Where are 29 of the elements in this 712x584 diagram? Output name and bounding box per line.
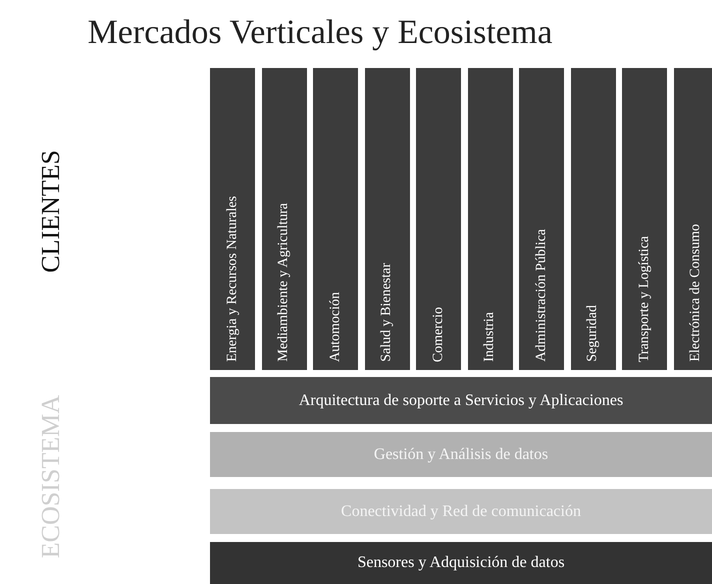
node-label: Seguridad (585, 305, 601, 362)
node-label: Mediambiente y Agricultura (276, 203, 292, 362)
market-column (364, 68, 410, 370)
node-label: Industria (482, 312, 498, 362)
market-column (519, 68, 564, 370)
node-label: Automoción (328, 292, 344, 362)
market-column (468, 68, 512, 370)
layer-band (210, 432, 712, 477)
market-column (674, 68, 712, 370)
node-label: Arquitectura de soporte a Servicios y Aplicaciones (298, 392, 624, 410)
node-label: Transporte y Logística (636, 236, 652, 362)
node-label: Administración Pública (534, 229, 550, 362)
market-column (262, 68, 306, 370)
market-column (622, 68, 667, 370)
layer-band (210, 377, 712, 424)
market-column (210, 68, 255, 370)
diagram-title: Mercados Verticales y Ecosistema (86, 14, 554, 52)
node-label: Energia y Recursos Naturales (224, 196, 240, 362)
node-label: Comercio (430, 306, 446, 362)
node-label: Sensores y Adquisición de datos (357, 554, 565, 572)
market-column (416, 68, 461, 370)
market-column (313, 68, 358, 370)
section-label: CLIENTES (36, 150, 66, 273)
layer-band (210, 489, 712, 534)
market-column (570, 68, 616, 370)
node-label: Gestión y Análisis de datos (374, 446, 548, 464)
layer-band (210, 542, 712, 584)
node-label: Electrónica de Consumo (688, 224, 704, 362)
node-label: Salud y Bienestar (379, 263, 395, 362)
